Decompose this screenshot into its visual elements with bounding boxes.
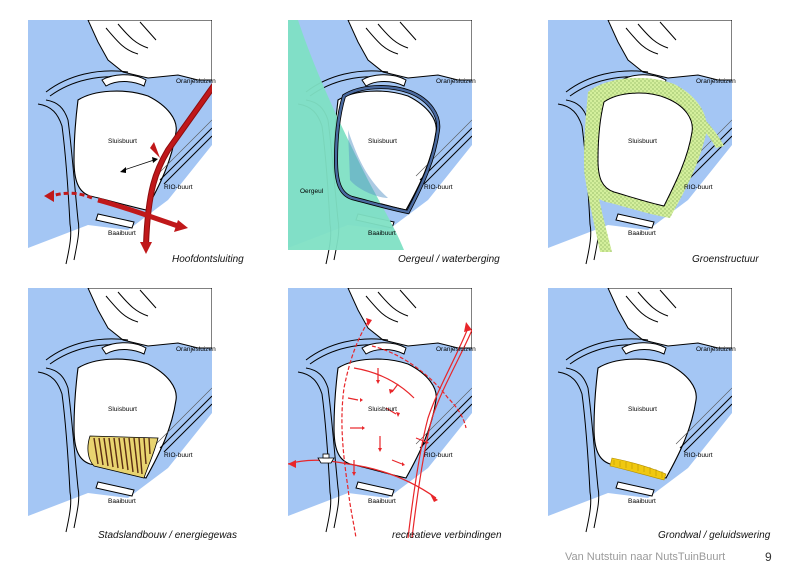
label-oranjesluizen: Oranjesluizen xyxy=(696,78,736,85)
map-hoofdontsluiting xyxy=(28,20,212,270)
footer-title: Van Nutstuin naar NutsTuinBuurt xyxy=(565,551,726,563)
caption-oergeul-waterberging: Oergeul / waterberging xyxy=(398,254,500,265)
label-baaibuurt: Baaibuurt xyxy=(368,498,396,505)
label-sluisbuurt: Sluisbuurt xyxy=(628,138,657,145)
panel-hoofdontsluiting: Oranjesluizen Sluisbuurt RIO-buurt Baaib… xyxy=(28,20,244,270)
page-number: 9 xyxy=(765,550,772,564)
label-rio-buurt: RIO-buurt xyxy=(684,452,713,459)
label-baaibuurt: Baaibuurt xyxy=(628,498,656,505)
caption-groenstructuur: Groenstructuur xyxy=(692,254,759,265)
label-sluisbuurt: Sluisbuurt xyxy=(368,138,397,145)
label-oergeul: Oergeul xyxy=(300,188,324,195)
label-oranjesluizen: Oranjesluizen xyxy=(176,346,216,353)
caption-hoofdontsluiting: Hoofdontsluiting xyxy=(172,254,244,265)
label-sluisbuurt: Sluisbuurt xyxy=(108,406,137,413)
label-oranjesluizen: Oranjesluizen xyxy=(436,346,476,353)
label-rio-buurt: RIO-buurt xyxy=(424,184,453,191)
map-recreatieve-verbindingen xyxy=(288,288,472,538)
map-grondwal xyxy=(548,288,732,538)
label-rio-buurt: RIO-buurt xyxy=(684,184,713,191)
label-baaibuurt: Baaibuurt xyxy=(368,230,396,237)
panel-grondwal-geluidswering: Oranjesluizen Sluisbuurt RIO-buurt Baaib… xyxy=(548,288,770,541)
label-rio-buurt: RIO-buurt xyxy=(164,184,193,191)
label-oranjesluizen: Oranjesluizen xyxy=(436,78,476,85)
label-sluisbuurt: Sluisbuurt xyxy=(368,406,397,413)
caption-stadslandbouw: Stadslandbouw / energiegewas xyxy=(98,530,237,541)
caption-recreatieve-verbindingen: recreatieve verbindingen xyxy=(392,530,502,541)
map-stadslandbouw xyxy=(28,288,212,538)
label-oranjesluizen: Oranjesluizen xyxy=(176,78,216,85)
label-baaibuurt: Baaibuurt xyxy=(108,230,136,237)
label-oranjesluizen: Oranjesluizen xyxy=(696,346,736,353)
label-sluisbuurt: Sluisbuurt xyxy=(108,138,137,145)
panel-groenstructuur: Oranjesluizen Sluisbuurt RIO-buurt Baaib… xyxy=(548,20,759,270)
boat-icon xyxy=(317,453,335,464)
label-sluisbuurt: Sluisbuurt xyxy=(628,406,657,413)
caption-grondwal-geluidswering: Grondwal / geluidswering xyxy=(658,530,771,541)
panel-recreatieve-verbindingen: Oranjesluizen Sluisbuurt RIO-buurt Baaib… xyxy=(288,288,502,541)
map-oergeul xyxy=(288,20,472,270)
panel-oergeul-waterberging: Oranjesluizen Sluisbuurt RIO-buurt Baaib… xyxy=(288,20,500,270)
label-baaibuurt: Baaibuurt xyxy=(108,498,136,505)
panel-stadslandbouw: Oranjesluizen Sluisbuurt RIO-buurt Baaib… xyxy=(28,288,237,541)
label-baaibuurt: Baaibuurt xyxy=(628,230,656,237)
label-rio-buurt: RIO-buurt xyxy=(424,452,453,459)
label-rio-buurt: RIO-buurt xyxy=(164,452,193,459)
map-groenstructuur xyxy=(548,20,732,270)
